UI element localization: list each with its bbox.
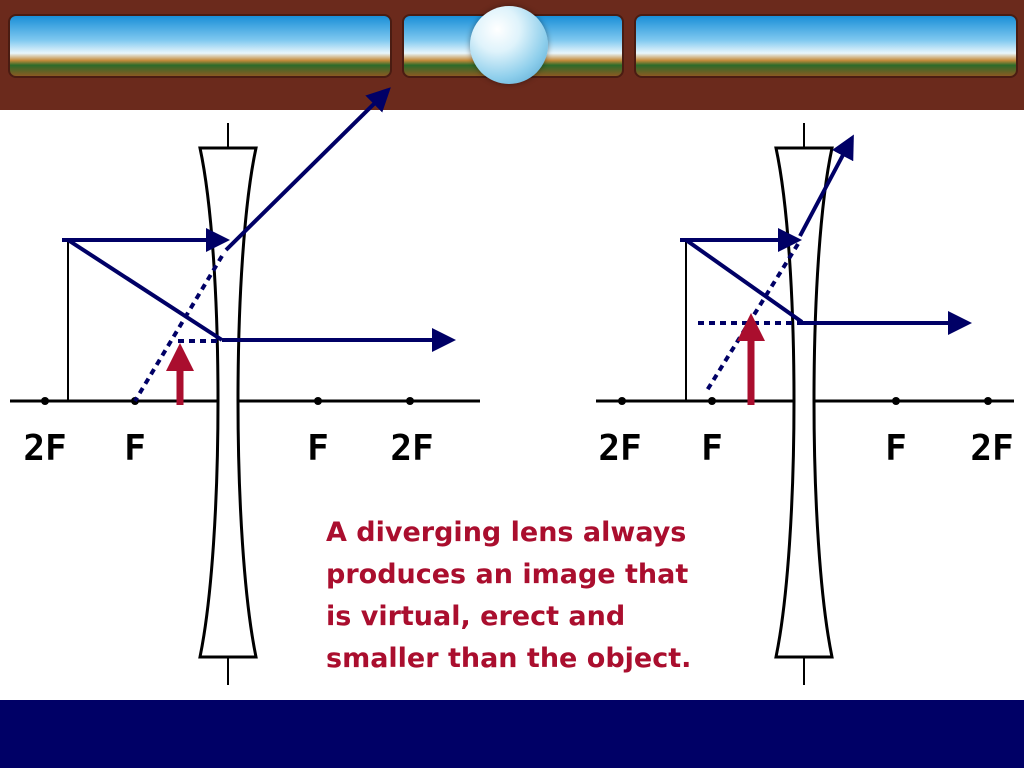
ray-toward-focal [66, 238, 224, 342]
ray-virtual-extension [704, 242, 800, 394]
focal-mark [618, 397, 626, 405]
caption-line: A diverging lens always [326, 517, 687, 548]
focal-mark [892, 397, 900, 405]
caption-line: smaller than the object. [326, 643, 692, 674]
axis-label-2f-left: 2F [598, 428, 641, 469]
globe-icon [470, 6, 548, 84]
ray-refracted-up [798, 134, 854, 237]
focal-mark [708, 397, 716, 405]
ray-toward-focal [684, 238, 804, 324]
caption-line: is virtual, erect and [326, 601, 626, 632]
axis-label-f-left: F [124, 428, 146, 469]
diagram-right: 2F F F 2F [596, 123, 1014, 685]
focal-mark [41, 397, 49, 405]
header-banner [0, 0, 1024, 110]
focal-mark [984, 397, 992, 405]
ray-refracted-up [224, 87, 391, 252]
caption-text: A diverging lens always produces an imag… [326, 512, 766, 680]
axis-label-2f-right: 2F [390, 428, 433, 469]
footer-bar [0, 700, 1024, 768]
diverging-lens [774, 146, 834, 659]
axis-label-f-right: F [885, 428, 907, 469]
focal-mark [406, 397, 414, 405]
caption-line: produces an image that [326, 559, 689, 590]
axis-label-f-right: F [307, 428, 329, 469]
focal-mark [314, 397, 322, 405]
axis-label-2f-left: 2F [23, 428, 66, 469]
landscape-panel-right [634, 14, 1018, 78]
landscape-panel-left [8, 14, 392, 78]
axis-label-2f-right: 2F [970, 428, 1013, 469]
axis-label-f-left: F [701, 428, 723, 469]
diagram-left: 2F F F 2F [10, 87, 480, 685]
diverging-lens [198, 146, 258, 659]
